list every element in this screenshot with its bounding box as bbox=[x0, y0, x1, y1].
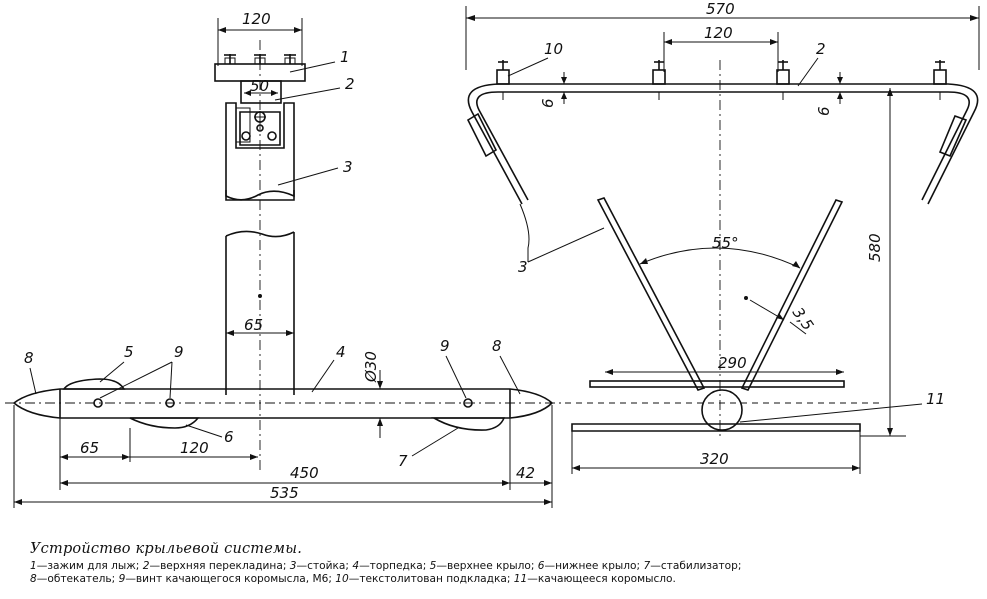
dim-clamp-spacing-front: 120 bbox=[704, 24, 733, 42]
callout-1: 1 bbox=[340, 48, 350, 66]
dim-pad-right: 6 bbox=[815, 106, 833, 116]
legend-item-text: —стабилизатор; bbox=[650, 560, 742, 572]
legend-item-4: 4—торпедка; bbox=[352, 560, 429, 572]
legend-item-text: —верхняя перекладина; bbox=[149, 560, 290, 572]
callout-9a: 9 bbox=[174, 343, 184, 361]
caption-title: Устройство крыльевой системы. bbox=[30, 541, 303, 557]
legend-item-text: —стойка; bbox=[296, 560, 353, 572]
dim-stand-tube: 65 bbox=[244, 316, 263, 334]
callout-8a: 8 bbox=[24, 349, 34, 367]
dim-height: 580 bbox=[866, 233, 884, 262]
figure-caption: Устройство крыльевой системы. 1—зажим дл… bbox=[30, 541, 980, 586]
dim-torpedo-length: 450 bbox=[290, 464, 319, 482]
legend-item-text: —обтекатель; bbox=[36, 573, 119, 585]
dim-total-length: 535 bbox=[270, 484, 299, 502]
legend-item-2: 2—верхняя перекладина; bbox=[143, 560, 290, 572]
wing-system-drawing: 120 50 1 2 3 bbox=[5, 0, 980, 508]
callout-4: 4 bbox=[336, 343, 346, 361]
dim-wing-spacing: 120 bbox=[180, 439, 209, 457]
legend-item-9: 9—винт качающегося коромысла, М6; bbox=[119, 573, 336, 585]
callout-2-front: 2 bbox=[816, 40, 826, 58]
side-view-torpedo: 65 5 9 4 8 9 8 6 7 bbox=[5, 230, 565, 508]
callout-9b: 9 bbox=[440, 337, 450, 355]
callout-3: 3 bbox=[343, 158, 353, 176]
legend-item-text: —нижнее крыло; bbox=[544, 560, 644, 572]
legend-item-10: 10—текстолитован подкладка; bbox=[335, 573, 514, 585]
legend-item-1: 1—зажим для лыж; bbox=[30, 560, 143, 572]
caption-legend: 1—зажим для лыж; 2—верхняя перекладина; … bbox=[30, 560, 980, 586]
callout-6: 6 bbox=[224, 428, 234, 446]
front-view: 570 120 6 6 10 2 bbox=[465, 0, 980, 474]
callout-8b: 8 bbox=[492, 337, 502, 355]
legend-item-3: 3—стойка; bbox=[290, 560, 353, 572]
legend-item-number: 2 bbox=[142, 560, 150, 572]
legend-item-11: 11—качающееся коромысло. bbox=[514, 573, 676, 585]
legend-item-number: 10 bbox=[335, 573, 349, 585]
legend-item-number: 6 bbox=[537, 560, 545, 572]
legend-item-number: 8 bbox=[30, 573, 37, 585]
dim-upper-wing-span: 290 bbox=[718, 354, 747, 372]
legend-item-number: 1 bbox=[30, 560, 37, 572]
callout-3-front: 3 bbox=[518, 258, 528, 276]
dim-pad-left: 6 bbox=[539, 98, 557, 108]
legend-item-text: —верхнее крыло; bbox=[436, 560, 538, 572]
dim-strut-thickness: 3,5 bbox=[789, 304, 817, 334]
legend-item-text: —зажим для лыж; bbox=[36, 560, 143, 572]
legend-item-text: —винт качающегося коромысла, М6; bbox=[125, 573, 336, 585]
callout-5: 5 bbox=[124, 343, 134, 361]
legend-item-number: 5 bbox=[429, 560, 437, 572]
side-view-top: 120 50 1 2 3 bbox=[214, 10, 355, 470]
callout-7: 7 bbox=[398, 452, 408, 470]
legend-item-7: 7—стабилизатор; bbox=[643, 560, 741, 572]
legend-item-number: 9 bbox=[118, 573, 126, 585]
dim-clamp-spacing-side: 120 bbox=[242, 10, 271, 28]
legend-item-8: 8—обтекатель; bbox=[30, 573, 119, 585]
legend-item-5: 5—верхнее крыло; bbox=[430, 560, 538, 572]
legend-item-number: 3 bbox=[289, 560, 297, 572]
legend-item-number: 4 bbox=[352, 560, 360, 572]
legend-item-text: —качающееся коромысло. bbox=[527, 573, 676, 585]
legend-item-text: —текстолитован подкладка; bbox=[348, 573, 514, 585]
dim-lower-wing-span: 320 bbox=[700, 450, 729, 468]
dim-stand-width: 50 bbox=[250, 77, 269, 95]
dim-torpedo-diameter: Ø30 bbox=[362, 351, 380, 383]
callout-11: 11 bbox=[926, 390, 945, 408]
front-clamps bbox=[496, 60, 947, 100]
legend-item-number: 11 bbox=[513, 573, 528, 585]
legend-item-text: —торпедка; bbox=[359, 560, 430, 572]
legend-item-6: 6—нижнее крыло; bbox=[538, 560, 644, 572]
dim-tail-length: 42 bbox=[516, 464, 535, 482]
dim-crossbar-length: 570 bbox=[706, 0, 735, 18]
dim-wing-angle: 55° bbox=[712, 234, 739, 252]
callout-2: 2 bbox=[345, 75, 355, 93]
callout-10: 10 bbox=[544, 40, 563, 58]
dim-offset-front: 65 bbox=[80, 439, 99, 457]
legend-item-number: 7 bbox=[643, 560, 651, 572]
